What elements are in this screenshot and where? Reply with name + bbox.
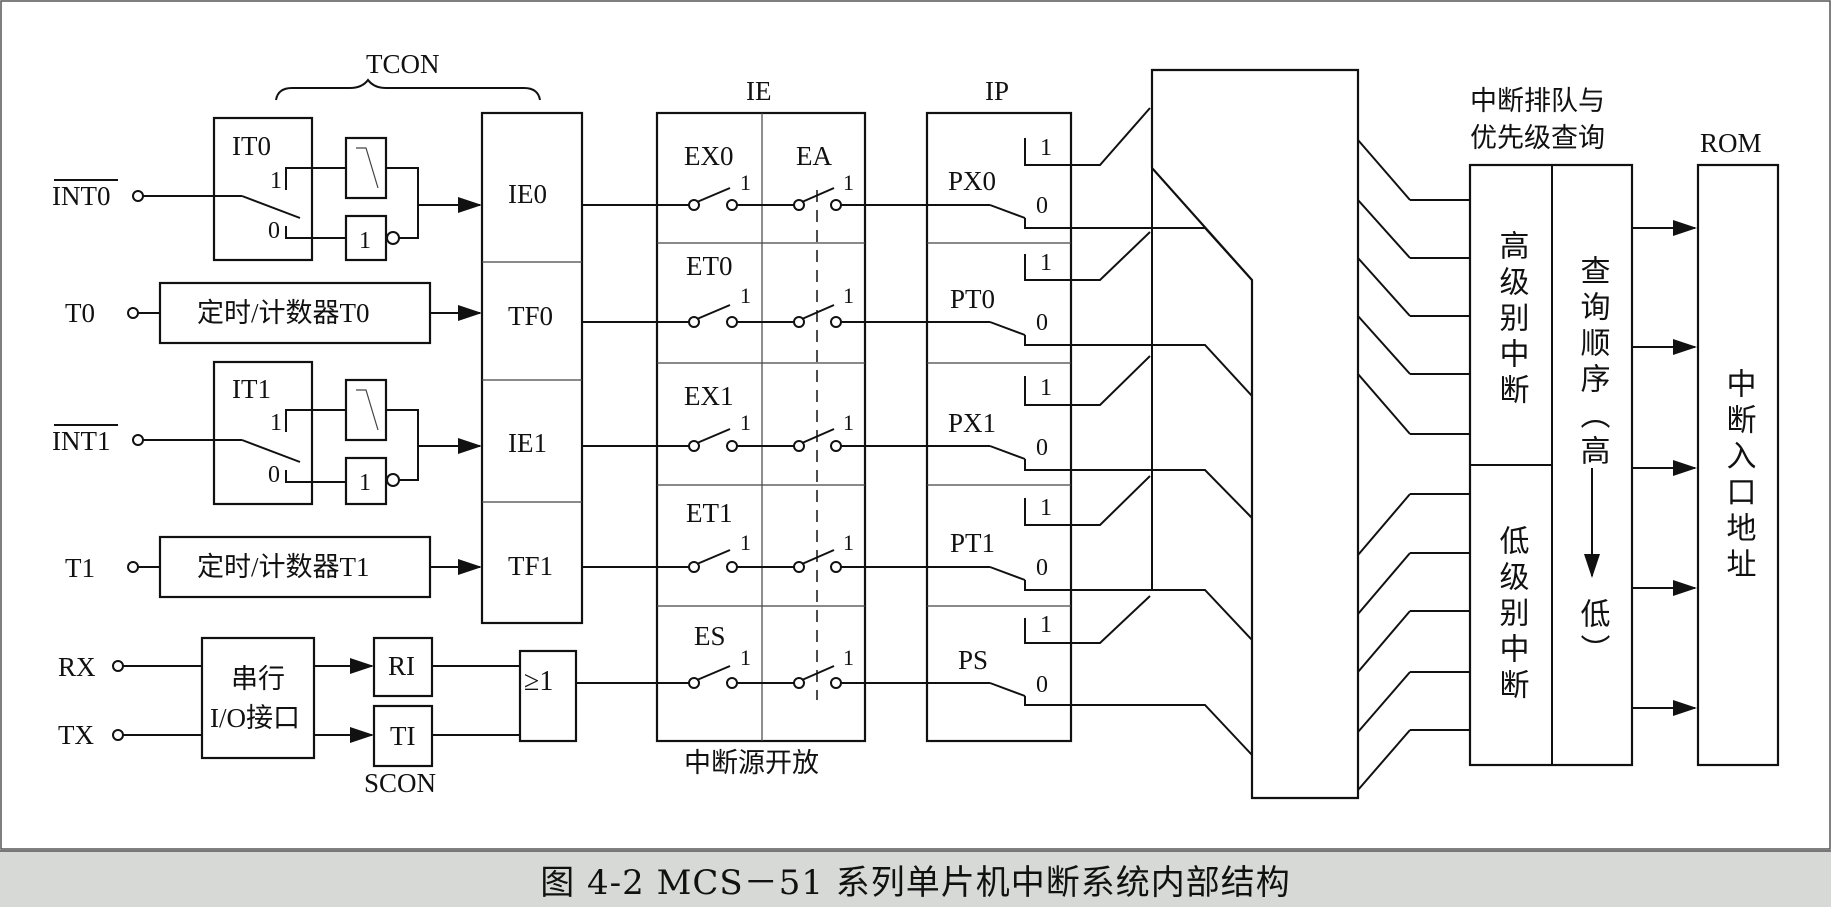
flag-tf0: TF0 bbox=[508, 301, 553, 331]
svg-text:1: 1 bbox=[843, 530, 854, 555]
queue-title-1: 中断排队与 bbox=[1470, 86, 1605, 116]
input-int0: INT0 bbox=[52, 181, 110, 211]
it0-label: IT0 bbox=[232, 131, 271, 161]
ip-label: IP bbox=[985, 76, 1009, 106]
ip-pt1: PT1 bbox=[950, 528, 995, 558]
svg-text:1: 1 bbox=[843, 283, 854, 308]
svg-text:1: 1 bbox=[1040, 612, 1052, 638]
input-labels: INT0 T0 INT1 T1 RX TX bbox=[52, 179, 118, 750]
ie-footer: 中断源开放 bbox=[684, 748, 819, 778]
it0-block: IT0 1 0 1 bbox=[143, 116, 482, 262]
flag-tf1: TF1 bbox=[508, 551, 553, 581]
svg-text:串行: 串行 bbox=[231, 664, 285, 694]
input-t1: T1 bbox=[65, 553, 95, 583]
timer1-block: 定时/计数器T1 bbox=[138, 535, 482, 599]
ip-px0: PX0 bbox=[948, 166, 996, 196]
svg-text:1: 1 bbox=[740, 645, 751, 670]
ie-block: IE EA EX0 ET0 EX1 ET1 ES 中断源开放 bbox=[655, 76, 867, 778]
svg-text:1: 1 bbox=[359, 470, 371, 496]
interrupt-diagram: INT0 T0 INT1 T1 RX TX TCON IT0 1 0 1 bbox=[0, 0, 1831, 850]
flag-ie0: IE0 bbox=[508, 179, 547, 209]
svg-text:0: 0 bbox=[268, 218, 280, 244]
svg-text:1: 1 bbox=[740, 530, 751, 555]
svg-text:1: 1 bbox=[843, 410, 854, 435]
svg-text:0: 0 bbox=[1036, 435, 1048, 461]
rom-block: ROM 中断入口地址 bbox=[1696, 128, 1780, 767]
ie-ea: EA bbox=[796, 141, 832, 171]
input-rx: RX bbox=[58, 652, 96, 682]
input-tx: TX bbox=[58, 720, 94, 750]
ip-px1: PX1 bbox=[948, 408, 996, 438]
svg-text:1: 1 bbox=[1040, 250, 1052, 276]
ie-et0: ET0 bbox=[686, 251, 733, 281]
queue-title-2: 优先级查询 bbox=[1470, 123, 1605, 153]
ip-pt0: PT0 bbox=[950, 284, 995, 314]
ti-label: TI bbox=[390, 721, 415, 751]
ie-ex1: EX1 bbox=[684, 381, 734, 411]
timer0-label: 定时/计数器T0 bbox=[197, 298, 370, 328]
query-order-text: 查询顺序（高 低） bbox=[1576, 255, 1611, 670]
ie-ex0: EX0 bbox=[684, 141, 734, 171]
svg-text:I/O接口: I/O接口 bbox=[210, 703, 300, 733]
svg-text:1: 1 bbox=[270, 168, 282, 194]
ie-et1: ET1 bbox=[686, 498, 733, 528]
svg-text:1: 1 bbox=[740, 410, 751, 435]
ie-es: ES bbox=[694, 621, 726, 651]
svg-text:0: 0 bbox=[1036, 310, 1048, 336]
tcon-label: TCON bbox=[366, 49, 440, 79]
svg-text:低级别中断: 低级别中断 bbox=[1495, 525, 1530, 705]
input-terminals bbox=[112, 190, 144, 741]
routing-bus bbox=[1150, 68, 1470, 800]
timer1-label: 定时/计数器T1 bbox=[197, 552, 370, 582]
ie-label: IE bbox=[746, 76, 771, 106]
svg-text:1: 1 bbox=[843, 170, 854, 195]
svg-text:1: 1 bbox=[843, 645, 854, 670]
svg-text:查询顺序（高: 查询顺序（高 bbox=[1576, 255, 1611, 471]
svg-text:1: 1 bbox=[740, 170, 751, 195]
svg-text:0: 0 bbox=[1036, 555, 1048, 581]
scon-label: SCON bbox=[364, 768, 436, 798]
flag-ie1: IE1 bbox=[508, 428, 547, 458]
svg-text:0: 0 bbox=[1036, 672, 1048, 698]
high-level-text: 高级别中断 bbox=[1495, 230, 1530, 410]
svg-text:0: 0 bbox=[1036, 193, 1048, 219]
ip-block: IP PX0 PT0 PX1 PT1 PS bbox=[925, 76, 1073, 743]
it1-block: IT1 1 0 1 bbox=[143, 360, 482, 506]
figure-caption: 图 4-2 MCS－51 系列单片机中断系统内部结构 bbox=[540, 863, 1291, 903]
svg-text:低）: 低） bbox=[1576, 598, 1611, 670]
tcon-flags: IE0 TF0 IE1 TF1 bbox=[480, 111, 584, 625]
svg-text:1: 1 bbox=[1040, 495, 1052, 521]
svg-text:0: 0 bbox=[268, 462, 280, 488]
svg-text:1: 1 bbox=[740, 283, 751, 308]
input-t0: T0 bbox=[65, 298, 95, 328]
ip-switches: 1 0 1 0 1 0 1 0 1 0 bbox=[989, 107, 1253, 756]
low-level-text: 低级别中断 bbox=[1495, 525, 1530, 705]
ip-ps: PS bbox=[958, 645, 988, 675]
rom-label: ROM bbox=[1700, 128, 1762, 158]
caption-bar: 图 4-2 MCS－51 系列单片机中断系统内部结构 bbox=[0, 850, 1831, 907]
priority-queue-block: 中断排队与 优先级查询 bbox=[1468, 86, 1634, 767]
timer0-block: 定时/计数器T0 bbox=[138, 281, 482, 345]
svg-text:1: 1 bbox=[359, 228, 371, 254]
ri-label: RI bbox=[388, 651, 415, 681]
or-gate-label: ≥1 bbox=[524, 666, 553, 697]
svg-text:1: 1 bbox=[270, 410, 282, 436]
rom-text: 中断入口地址 bbox=[1722, 368, 1757, 584]
ie-switches: 1 1 1 1 1 1 1 1 bbox=[582, 170, 990, 689]
serial-block: 串行 I/O接口 RI TI SCON ≥1 bbox=[123, 636, 690, 798]
svg-text:1: 1 bbox=[1040, 135, 1052, 161]
it1-label: IT1 bbox=[232, 374, 271, 404]
input-int1: INT1 bbox=[52, 426, 110, 456]
svg-text:1: 1 bbox=[1040, 375, 1052, 401]
rom-arrows bbox=[1632, 220, 1697, 716]
svg-text:高级别中断: 高级别中断 bbox=[1495, 230, 1530, 410]
